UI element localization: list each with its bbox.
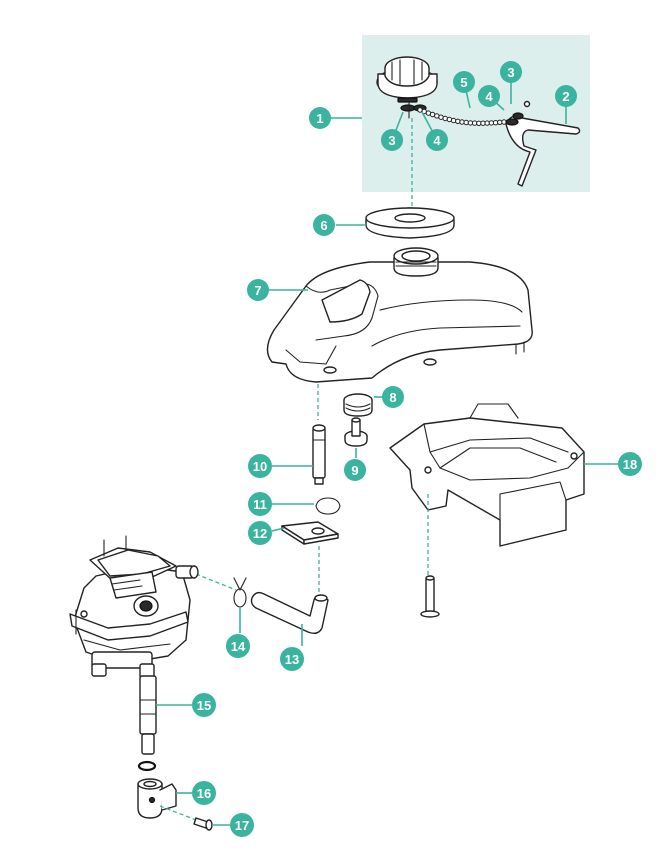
chain-bead bbox=[450, 117, 457, 124]
svg-text:5: 5 bbox=[460, 75, 467, 90]
carburetor bbox=[69, 535, 199, 679]
svg-text:8: 8 bbox=[389, 390, 396, 405]
o-ring bbox=[137, 760, 157, 772]
callout-7: 7 bbox=[247, 279, 269, 301]
svg-text:4: 4 bbox=[433, 133, 441, 148]
svg-text:14: 14 bbox=[231, 639, 246, 654]
svg-text:13: 13 bbox=[285, 652, 299, 667]
callout-5: 5 bbox=[453, 71, 475, 93]
fuel-cap bbox=[376, 56, 438, 103]
callout-1: 1 bbox=[309, 107, 331, 129]
callout-4: 4 bbox=[426, 129, 448, 151]
svg-text:6: 6 bbox=[320, 218, 327, 233]
hose-clip-11 bbox=[315, 497, 341, 515]
callout-3-strap: 3 bbox=[500, 61, 522, 83]
callout-13: 13 bbox=[280, 647, 304, 671]
svg-text:4: 4 bbox=[485, 89, 493, 104]
cap-strap-bracket bbox=[505, 100, 581, 187]
filler-neck-seal bbox=[365, 207, 455, 239]
chain-bead bbox=[446, 116, 453, 123]
svg-text:1: 1 bbox=[316, 111, 323, 126]
air-cleaner-base bbox=[389, 403, 585, 547]
mounting-plate bbox=[281, 521, 339, 545]
svg-text:12: 12 bbox=[253, 526, 267, 541]
svg-text:3: 3 bbox=[388, 133, 395, 148]
callout-11: 11 bbox=[248, 492, 272, 516]
svg-text:3: 3 bbox=[507, 65, 514, 80]
callout-16: 16 bbox=[192, 781, 216, 805]
callout-15: 15 bbox=[192, 693, 216, 717]
callout-4-strap: 4 bbox=[478, 85, 500, 107]
screw bbox=[193, 817, 213, 831]
fuel-tap-tube bbox=[312, 424, 326, 485]
callout-2: 2 bbox=[555, 85, 577, 107]
svg-text:7: 7 bbox=[254, 283, 261, 298]
svg-text:9: 9 bbox=[351, 463, 358, 478]
svg-text:10: 10 bbox=[253, 459, 267, 474]
callout-17: 17 bbox=[230, 813, 254, 837]
drain-tube bbox=[139, 675, 157, 755]
callout-12: 12 bbox=[248, 521, 272, 545]
chain-bead bbox=[455, 118, 461, 125]
chain-bead bbox=[442, 115, 448, 122]
callout-6: 6 bbox=[313, 214, 335, 236]
callout-14: 14 bbox=[226, 634, 250, 658]
callout-18: 18 bbox=[618, 452, 642, 476]
fuel-hose bbox=[250, 591, 329, 635]
svg-text:15: 15 bbox=[197, 698, 211, 713]
stud-bolt bbox=[420, 575, 440, 618]
svg-text:16: 16 bbox=[197, 786, 211, 801]
callout-8: 8 bbox=[382, 386, 404, 408]
callout-3: 3 bbox=[381, 129, 403, 151]
hose-clamp-14 bbox=[233, 577, 247, 608]
fuel-tank bbox=[266, 247, 533, 383]
chain-bead bbox=[459, 119, 465, 125]
pipe-clamp bbox=[137, 778, 177, 819]
fuel-fitting bbox=[344, 417, 368, 447]
bead-chain bbox=[417, 107, 507, 127]
svg-text:17: 17 bbox=[235, 818, 249, 833]
svg-text:18: 18 bbox=[623, 457, 637, 472]
fuel-strainer bbox=[343, 393, 373, 417]
svg-text:2: 2 bbox=[562, 89, 569, 104]
callout-9: 9 bbox=[344, 459, 366, 481]
svg-text:11: 11 bbox=[253, 497, 267, 512]
callout-10: 10 bbox=[248, 454, 272, 478]
